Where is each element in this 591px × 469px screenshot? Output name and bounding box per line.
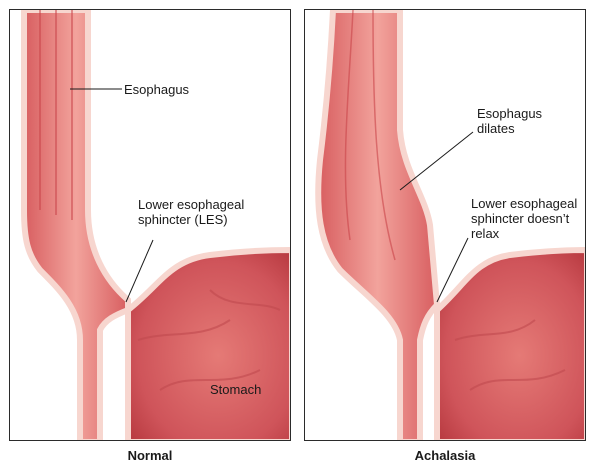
normal-caption: Normal [50,448,250,463]
les-label-line3: relax [471,226,499,241]
achalasia-caption: Achalasia [345,448,545,463]
les-label-line1: Lower esophageal [471,196,577,211]
stomach-label: Stomach [210,382,261,397]
achalasia-panel: Esophagus dilates Lower esophageal sphin… [304,9,586,441]
les-label-line2: sphincter doesn’t [471,211,569,226]
les-label-line2: sphincter (LES) [138,212,228,227]
normal-panel: Esophagus Lower esophageal sphincter (LE… [9,9,291,441]
stomach-shape [437,250,586,441]
dilates-label-line2: dilates [477,121,515,136]
esophagus-label: Esophagus [124,82,189,97]
les-label-line1: Lower esophageal [138,197,244,212]
stomach-shape [128,250,291,441]
dilated-esophagus-shape [318,10,437,441]
dilates-label-line1: Esophagus [477,106,542,121]
